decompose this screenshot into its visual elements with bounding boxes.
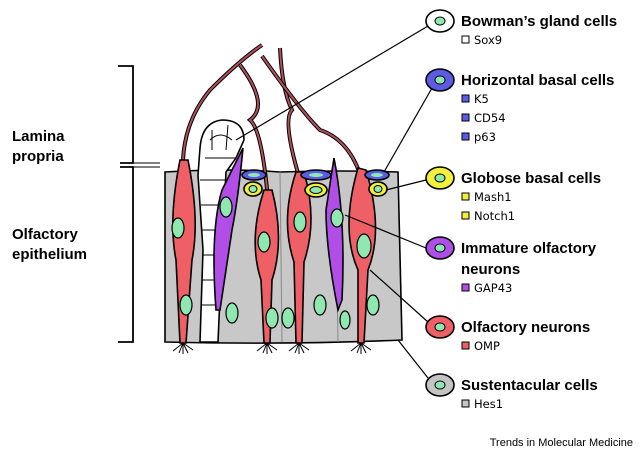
marker-label: Mash1 xyxy=(474,190,512,204)
legend-title: Bowman’s gland cells xyxy=(461,13,617,30)
marker-swatch-icon xyxy=(461,132,470,141)
marker-label: p63 xyxy=(474,130,496,144)
marker-label: CD54 xyxy=(474,111,506,125)
marker-label: GAP43 xyxy=(474,281,512,295)
legend-title: Globose basal cells xyxy=(461,170,601,187)
horizontal-basal-cells xyxy=(241,169,390,181)
nucleus-icon xyxy=(434,380,446,390)
globose-basal-cells xyxy=(243,181,388,198)
marker-label: Hes1 xyxy=(474,397,503,411)
marker-swatch-icon xyxy=(461,35,470,44)
marker-swatch-icon xyxy=(461,211,470,220)
marker-swatch-icon xyxy=(461,94,470,103)
immature-neurons xyxy=(213,147,344,313)
legend-title: Sustentacular cells xyxy=(461,377,598,394)
axons xyxy=(181,43,364,201)
marker-swatch-icon xyxy=(461,113,470,122)
nucleus-icon xyxy=(434,75,446,85)
nucleus-icon xyxy=(434,243,446,253)
marker-label: Notch1 xyxy=(474,209,515,223)
marker-label: Sox9 xyxy=(474,33,502,47)
legend-title: Horizontal basal cells xyxy=(461,72,614,89)
bracket xyxy=(118,65,160,343)
dendrite-tufts xyxy=(172,342,372,354)
marker-label: K5 xyxy=(474,92,489,106)
marker-swatch-icon xyxy=(461,283,470,292)
nucleus-icon xyxy=(434,322,446,332)
nucleus-icon xyxy=(434,173,446,183)
marker-label: OMP xyxy=(474,339,500,353)
marker-swatch-icon xyxy=(461,399,470,408)
legend-title: Immature olfactory xyxy=(461,240,597,257)
leader-lines xyxy=(235,25,433,379)
marker-swatch-icon xyxy=(461,341,470,350)
legend-title: neurons xyxy=(461,261,520,278)
marker-swatch-icon xyxy=(461,192,470,201)
journal-credit: Trends in Molecular Medicine xyxy=(490,437,633,449)
nucleus-icon xyxy=(434,16,446,26)
nuclei xyxy=(171,196,380,330)
legend-title: Olfactory neurons xyxy=(461,319,590,336)
